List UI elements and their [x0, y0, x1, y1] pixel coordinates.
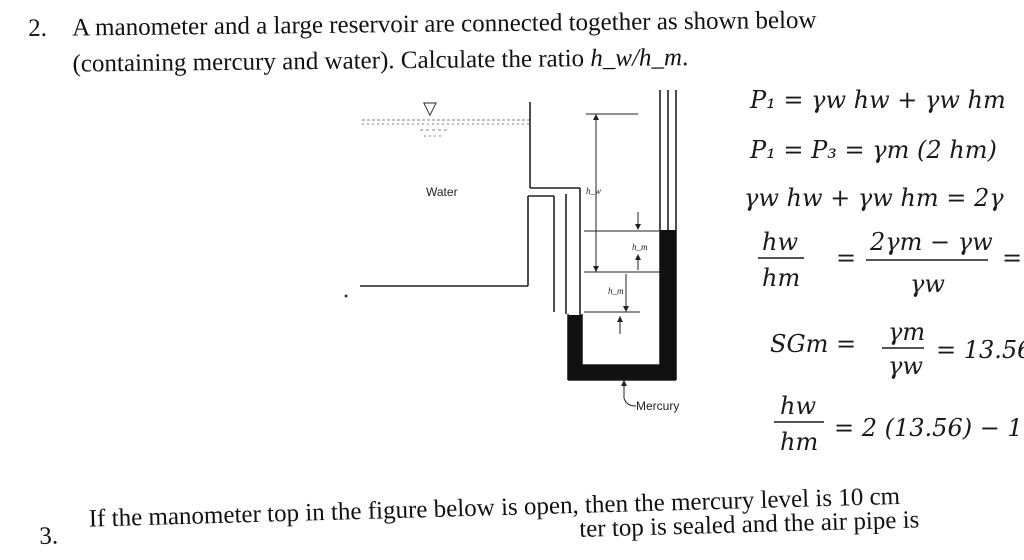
- dimension-lines: [584, 113, 660, 334]
- reservoir-corner-dot: [344, 294, 348, 298]
- note-line-5-denominator: γw: [888, 352, 923, 380]
- mercury-label: Mercury: [636, 399, 679, 413]
- note-line-5-numerator: γm: [888, 318, 925, 346]
- note-line-6-denominator: hm: [780, 428, 818, 456]
- note-line-4-denominator-left: hm: [762, 264, 800, 292]
- note-line-4-tail: =: [1002, 244, 1022, 272]
- handwritten-notes: P₁ = γw hw + γw hm P₁ = P₃ = γm (2 hm) γ…: [744, 86, 1024, 456]
- water-label: Water: [426, 185, 458, 199]
- question-number: 3.: [38, 522, 59, 550]
- mercury-leader-line: [623, 380, 637, 407]
- ratio-expression: h_w/h_m: [590, 44, 683, 73]
- water-surface: [362, 119, 530, 137]
- note-line-4-denominator-right: γw: [910, 270, 945, 298]
- note-line-4-numerator-right: 2γm − γw: [869, 228, 993, 256]
- note-line-2: P₁ = P₃ = γm (2 hm): [749, 136, 997, 164]
- note-line-1: P₁ = γw hw + γw hm: [749, 86, 1006, 114]
- note-line-5-left: SGm =: [770, 330, 856, 358]
- question-text-prefix: (containing mercury and water). Calculat…: [72, 45, 591, 78]
- reservoir-walls: [360, 102, 580, 287]
- note-line-4-equals: =: [836, 244, 856, 272]
- note-line-4-numerator-left: hw: [762, 228, 798, 256]
- hw-label: h_w: [586, 186, 601, 196]
- note-line-6-right: = 2 (13.56) − 1 =: [834, 414, 1024, 442]
- hm-lower-label: h_m: [608, 286, 624, 296]
- manometer-walls: [567, 90, 677, 381]
- note-line-3: γw hw + γw hm = 2γ: [744, 184, 1004, 212]
- note-line-5-right: = 13.56: [936, 336, 1024, 364]
- note-line-6-numerator: hw: [780, 392, 816, 420]
- hm-upper-label: h_m: [632, 242, 648, 252]
- question-text-line-1: A manometer and a large reservoir are co…: [72, 6, 817, 42]
- mercury-leader-arrow: [621, 380, 627, 386]
- question-text-suffix: .: [681, 44, 689, 72]
- free-surface-symbol: ▽: [423, 98, 437, 119]
- connecting-pipe: [553, 188, 581, 315]
- mercury-fill: [568, 230, 676, 380]
- manometer-figure: ▽ Water: [344, 90, 679, 413]
- question-number: 2.: [28, 14, 48, 42]
- dimension-arrows: [593, 114, 641, 322]
- question-text-line-2: (containing mercury and water). Calculat…: [72, 43, 688, 79]
